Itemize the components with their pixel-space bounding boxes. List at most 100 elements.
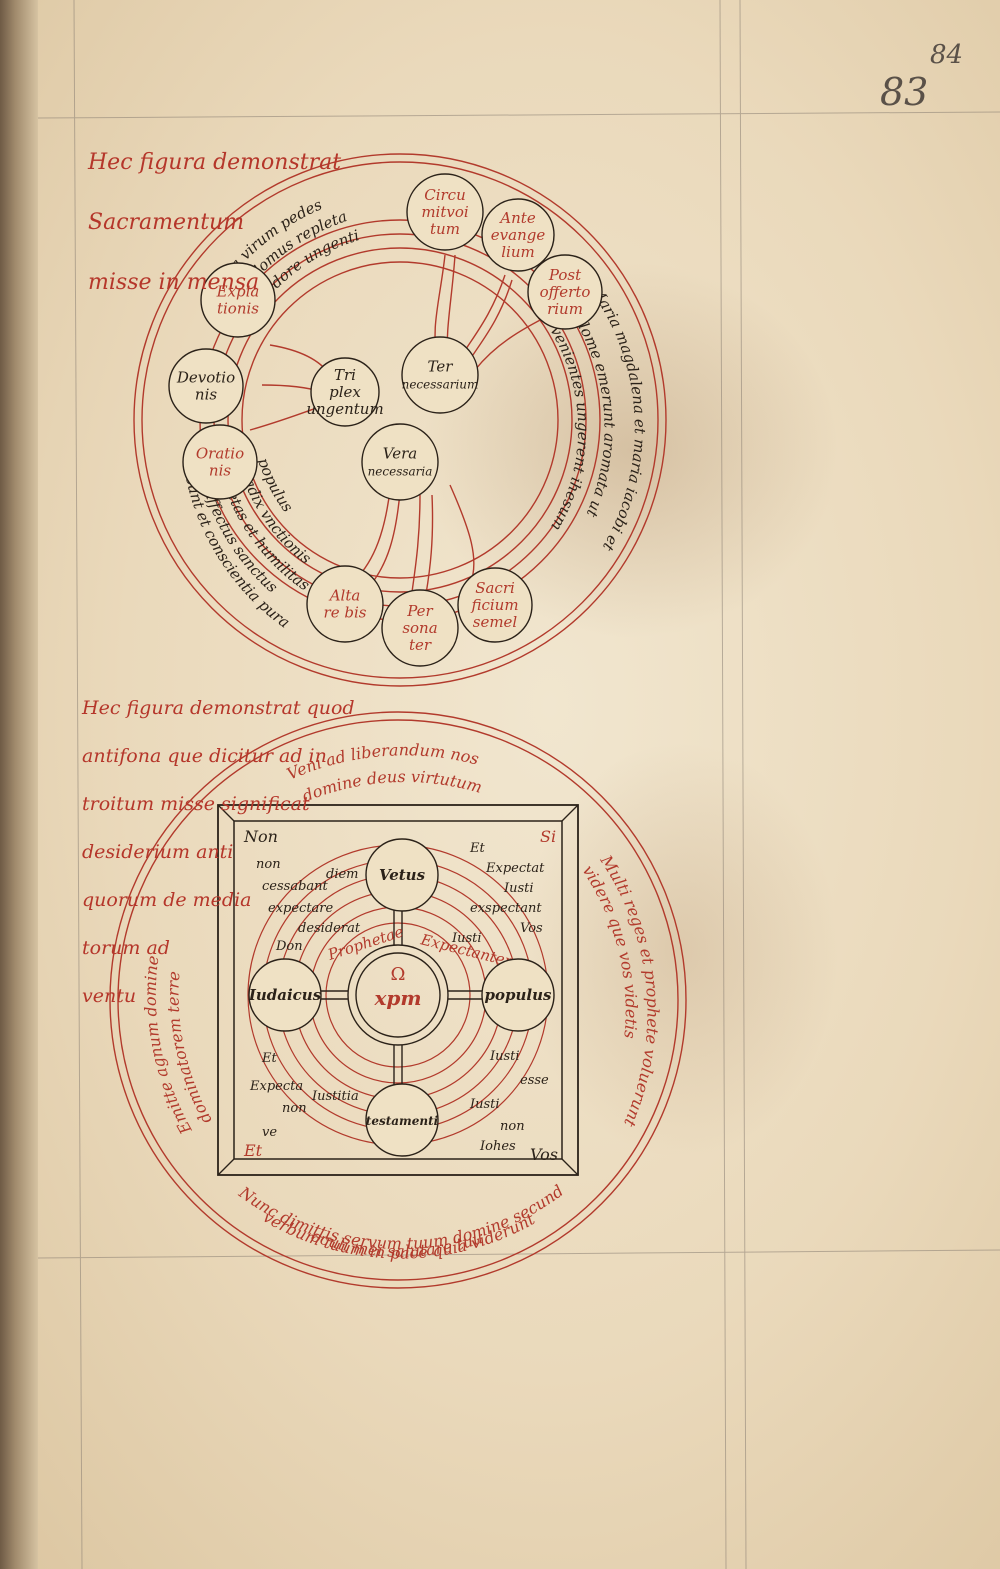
inner-text: Et bbox=[261, 1051, 277, 1066]
node-label: Iudaicus bbox=[248, 986, 322, 1004]
node-label: Post bbox=[548, 266, 582, 284]
caption-line: Hec figura demonstrat bbox=[88, 150, 342, 175]
inner-text: Vos bbox=[520, 921, 543, 936]
caption-line: antifona que dicitur ad in bbox=[82, 745, 327, 767]
figure2-center: Ω xpm bbox=[373, 964, 421, 1010]
arc-text: venientes ungerent ihesum bbox=[547, 323, 593, 534]
inner-text: Iusti bbox=[469, 1097, 500, 1112]
corner-mark: Vos bbox=[530, 1145, 558, 1164]
center-label-xpm: xpm bbox=[373, 986, 421, 1010]
figure2-corner-marks: Non Si Et Vos bbox=[243, 827, 558, 1164]
node-label: Oratio bbox=[196, 445, 244, 463]
figure2-node: Iudaicus bbox=[248, 958, 322, 1032]
inner-text: ve bbox=[262, 1125, 277, 1140]
corner-mark: Et bbox=[243, 1141, 263, 1160]
node-circle bbox=[361, 423, 439, 501]
node-label: Alta bbox=[328, 587, 361, 605]
corner-mark: Si bbox=[540, 827, 556, 846]
node-label: Vera bbox=[383, 445, 417, 463]
node-label: sona bbox=[402, 619, 437, 637]
page-ruling bbox=[37, 0, 1000, 1569]
inner-text: Et bbox=[469, 841, 485, 856]
node-label: tionis bbox=[217, 300, 259, 318]
inner-text: Iustitia bbox=[311, 1089, 359, 1104]
node-label: mitvoi bbox=[421, 203, 469, 221]
figure1-caption: Hec figura demonstrat Sacramentum misse … bbox=[88, 118, 341, 328]
node-label: populus bbox=[485, 986, 552, 1004]
figure2-node: Vetus bbox=[365, 838, 439, 912]
node-label: ficium bbox=[470, 596, 518, 614]
inner-text: diem bbox=[326, 867, 359, 882]
caption-line: Hec figura demonstrat quod bbox=[82, 697, 355, 719]
node-label: re bis bbox=[324, 604, 367, 622]
node-label: Circu bbox=[424, 186, 466, 204]
figure1-node: Ter necessarium bbox=[401, 336, 479, 414]
figure2-node: testamenti bbox=[365, 1083, 439, 1157]
inner-text: non bbox=[282, 1101, 307, 1116]
node-label: Tri bbox=[334, 366, 356, 384]
inner-text: desiderat bbox=[298, 921, 361, 936]
node-circle bbox=[365, 1083, 439, 1157]
omega-mark: Ω bbox=[391, 964, 406, 985]
node-label: Vetus bbox=[379, 866, 426, 884]
node-circle bbox=[182, 424, 258, 500]
figure1-node: Vera necessaria bbox=[361, 423, 439, 501]
node-label: ter bbox=[409, 636, 432, 654]
old-folio-number: 83 bbox=[880, 70, 929, 114]
node-label: necessarium bbox=[402, 378, 479, 392]
node-circle bbox=[381, 589, 459, 667]
node-circle bbox=[200, 262, 276, 338]
inner-text: Iusti bbox=[503, 881, 534, 896]
node-label: Devotio bbox=[176, 369, 235, 387]
node-circle bbox=[310, 357, 380, 427]
node-circle bbox=[481, 958, 555, 1032]
inner-text: non bbox=[500, 1119, 525, 1134]
new-folio-number: 84 bbox=[930, 40, 964, 70]
node-circle bbox=[365, 838, 439, 912]
node-label: ungentum bbox=[306, 400, 383, 418]
node-label: evange bbox=[491, 226, 546, 244]
node-label: Per bbox=[406, 602, 433, 620]
caption-line: desiderium anti bbox=[82, 841, 234, 863]
node-label: necessaria bbox=[368, 465, 433, 479]
node-circle bbox=[481, 198, 555, 272]
figure2-caption: Hec figura demonstrat quod antifona que … bbox=[82, 672, 355, 1032]
inner-text: Iusti bbox=[489, 1049, 520, 1064]
node-label: lium bbox=[501, 243, 534, 261]
node-label: Ter bbox=[428, 358, 454, 376]
inner-text: non bbox=[256, 857, 281, 872]
figure1-nodes: CircumitvoitumAnteevangeliumPostoffertor… bbox=[168, 173, 603, 667]
node-label: plex bbox=[329, 383, 361, 401]
node-label: Ante bbox=[498, 209, 536, 227]
node-circle bbox=[457, 567, 533, 643]
node-label: Expia bbox=[216, 283, 260, 301]
node-label: nis bbox=[209, 462, 231, 480]
caption-line: torum ad bbox=[82, 937, 170, 959]
book-binding-gutter bbox=[0, 0, 38, 1569]
caption-line: misse in mensa bbox=[88, 270, 260, 295]
node-circle bbox=[401, 336, 479, 414]
inner-text: Expectat bbox=[485, 861, 545, 876]
caption-line: ventu bbox=[82, 985, 137, 1007]
node-label: rium bbox=[547, 300, 583, 318]
inner-text: Don bbox=[275, 939, 303, 954]
node-circle bbox=[248, 958, 322, 1032]
node-label: Sacri bbox=[475, 579, 515, 597]
figure2-node: populus bbox=[481, 958, 555, 1032]
corner-mark: Non bbox=[243, 827, 278, 846]
caption-line: troitum misse significat bbox=[82, 793, 310, 815]
node-circle bbox=[527, 254, 603, 330]
figure2-inner-texts: non cessabant expectare diem desiderat D… bbox=[249, 841, 549, 1154]
inner-text: Iohes bbox=[479, 1139, 516, 1154]
